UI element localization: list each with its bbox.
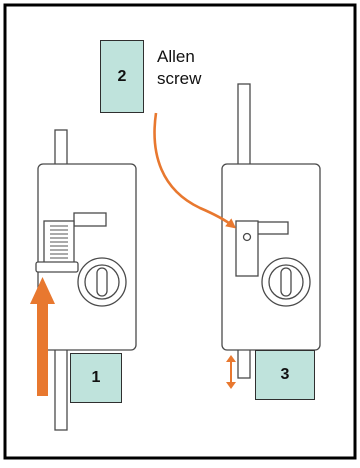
- caption-line-1: Allen: [157, 47, 195, 66]
- rod-bottom: [54, 347, 68, 431]
- knob-grip: [96, 267, 108, 297]
- step-badge-1: 1: [70, 353, 122, 403]
- allen-screw-caption: Allen screw: [157, 46, 201, 90]
- curved-arrow-icon: [153, 112, 237, 229]
- device-before: [35, 129, 137, 431]
- up-arrow-icon: [30, 277, 55, 396]
- rod-top: [237, 83, 251, 167]
- spring: [50, 225, 68, 259]
- knob-grip: [280, 267, 292, 297]
- slot: [73, 212, 107, 227]
- step-badge-2: 2: [100, 40, 144, 113]
- lever-plate: [35, 261, 79, 273]
- step-number-3: 3: [280, 366, 290, 383]
- rod-bottom: [237, 347, 251, 379]
- step-number-1: 1: [91, 369, 101, 386]
- caption-line-2: screw: [157, 69, 202, 88]
- step-number-2: 2: [117, 67, 127, 85]
- screw-block: [235, 220, 259, 277]
- slot: [255, 221, 289, 235]
- allen-screw: [242, 232, 252, 242]
- double-arrow-icon: [226, 355, 236, 389]
- step-badge-3: 3: [255, 350, 315, 400]
- rod-top: [54, 129, 68, 167]
